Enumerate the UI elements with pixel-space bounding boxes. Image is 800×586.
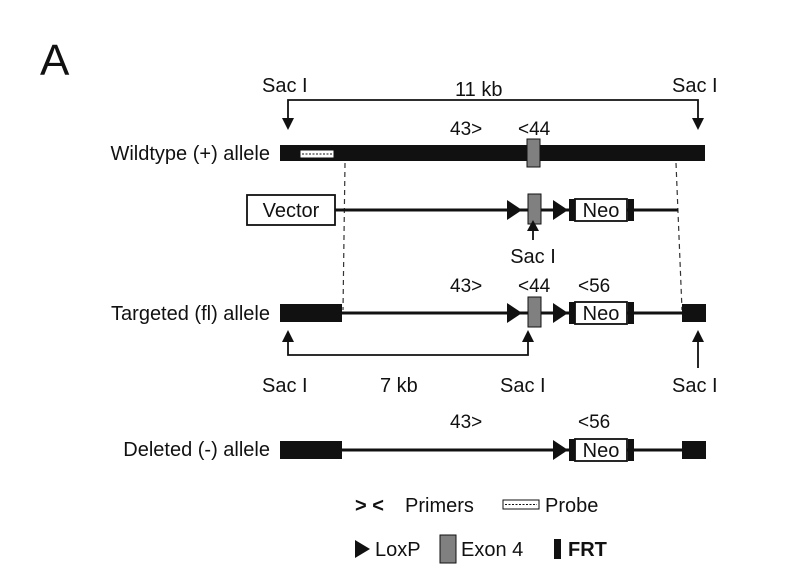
frt-deleted-2 — [628, 439, 634, 461]
legend-frt-label: FRT — [568, 539, 607, 561]
neo-label-deleted: Neo — [583, 440, 620, 462]
primer-56-targeted: <56 — [578, 276, 610, 297]
frt-vector-2 — [628, 199, 634, 221]
wildtype-allele-bar — [280, 145, 705, 161]
primer-56-deleted: <56 — [578, 412, 610, 433]
saci-label-vector: Sac I — [510, 246, 556, 268]
targeted-left-arm — [280, 304, 342, 322]
neo-box-targeted — [574, 301, 628, 325]
saci-label-top-left: Sac I — [262, 75, 308, 97]
saci-label-top-right: Sac I — [672, 75, 718, 97]
neo-label-targeted: Neo — [583, 303, 620, 325]
saci-label-bottom-mid: Sac I — [500, 375, 546, 397]
legend-loxp-icon — [355, 540, 370, 558]
legend-primers-label: Primers — [405, 495, 474, 517]
loxp-vector-1 — [507, 200, 522, 220]
neo-box-vector — [574, 198, 628, 222]
primer-44-wildtype: <44 — [518, 119, 551, 140]
legend-loxp-label: LoxP — [375, 539, 421, 561]
legend-primers-icon: > < — [355, 495, 384, 517]
legend-frt-icon — [554, 539, 561, 559]
distance-label-top: 11 kb — [455, 79, 502, 101]
row-label-targeted: Targeted (fl) allele — [111, 303, 270, 325]
exon4-wildtype — [526, 138, 541, 168]
saci-label-bottom-left: Sac I — [262, 375, 308, 397]
top-saci-bracket — [282, 99, 704, 130]
frt-vector-1 — [569, 199, 575, 221]
deleted-left-arm — [280, 441, 342, 459]
row-label-wildtype: Wildtype (+) allele — [110, 143, 270, 165]
frt-deleted-1 — [569, 439, 575, 461]
exon4-targeted — [527, 296, 542, 328]
homology-line-right — [675, 162, 683, 311]
legend-probe-label: Probe — [545, 495, 598, 517]
frt-targeted-2 — [628, 302, 634, 324]
distance-label-bottom: 7 kb — [380, 375, 418, 397]
targeted-right-arm — [682, 304, 706, 322]
vector-label: Vector — [263, 200, 320, 222]
saci-arrow-bottom-right — [692, 330, 704, 342]
loxp-vector-2 — [553, 200, 568, 220]
panel-label: A — [40, 36, 70, 85]
exon4-vector — [527, 193, 542, 225]
loxp-targeted-1 — [507, 303, 522, 323]
primer-44-targeted: <44 — [518, 276, 551, 297]
neo-label-vector: Neo — [583, 200, 620, 222]
row-label-deleted: Deleted (-) allele — [123, 439, 270, 461]
primer-43-deleted: 43> — [450, 412, 482, 433]
homology-line-left — [342, 162, 346, 311]
legend-exon-icon — [439, 534, 457, 564]
saci-label-bottom-right: Sac I — [672, 375, 718, 397]
neo-box-deleted — [574, 438, 628, 462]
bottom-saci-bracket — [282, 330, 534, 356]
primer-43-wildtype: 43> — [450, 119, 482, 140]
deleted-right-arm — [682, 441, 706, 459]
primer-43-targeted: 43> — [450, 276, 482, 297]
loxp-deleted — [553, 440, 568, 460]
legend: > < Primers Probe LoxP Exon 4 FRT — [355, 495, 607, 564]
saci-arrow-vector — [527, 220, 539, 231]
frt-targeted-1 — [569, 302, 575, 324]
legend-exon-label: Exon 4 — [461, 539, 523, 561]
loxp-targeted-2 — [553, 303, 568, 323]
